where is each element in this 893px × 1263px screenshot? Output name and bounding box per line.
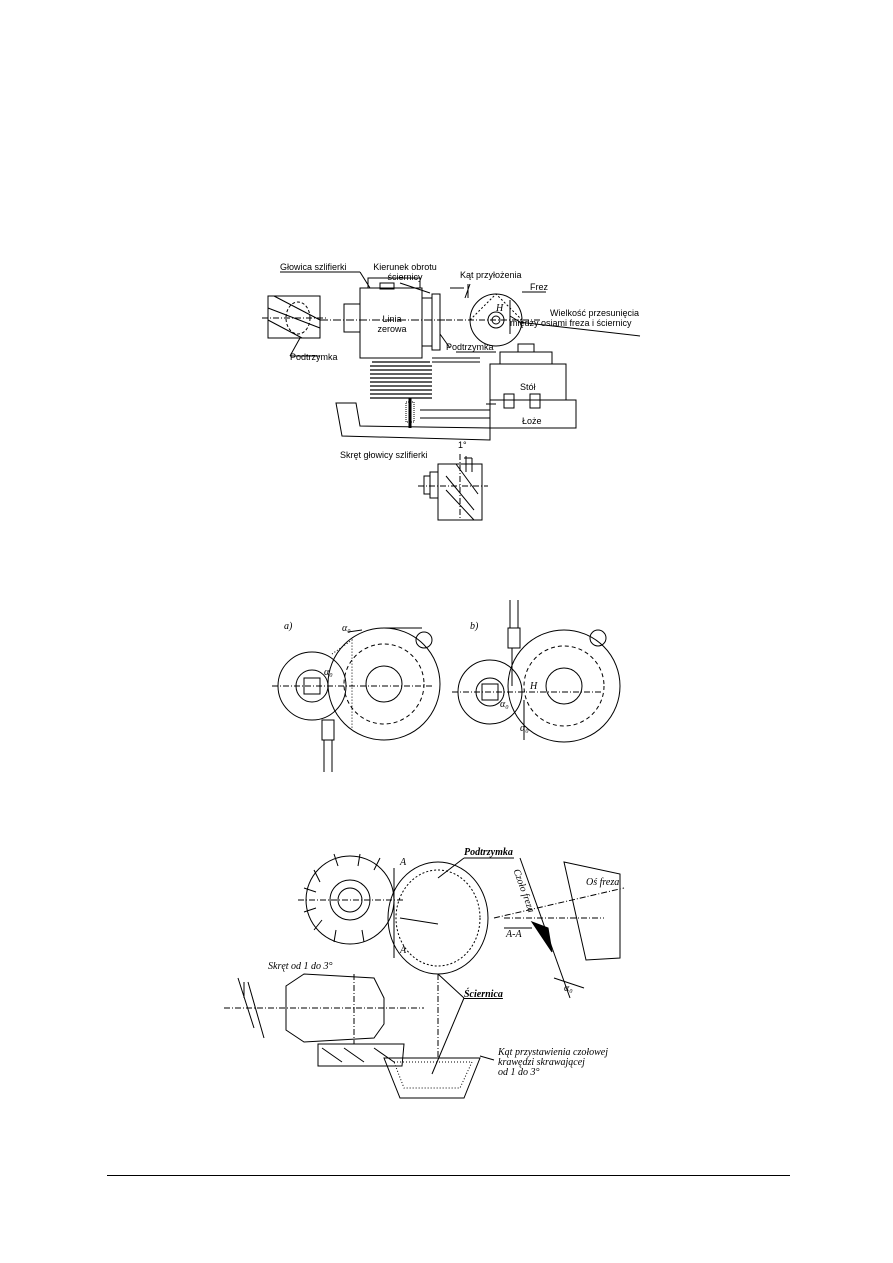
wheel-rotation-label-2: ściernicy bbox=[387, 272, 423, 282]
alpha-label: α₀ bbox=[564, 983, 573, 994]
cutter-axis-label: Oś freza bbox=[586, 877, 620, 888]
angle-label-2: krawędzi skrawającej bbox=[498, 1057, 585, 1068]
alpha-top-label: α₀ bbox=[342, 623, 351, 634]
alpha-b1-label: α₀ bbox=[500, 699, 509, 710]
tilt-label: Skręt od 1 do 3° bbox=[268, 961, 333, 972]
figure-grinding-positions: a) b) α₀ α₀ α₀ α₀ H bbox=[272, 600, 622, 772]
offset-label-1: Wielkość przesunięcia bbox=[550, 308, 640, 318]
h-mark-b-label: H bbox=[530, 681, 538, 692]
alpha-b2-label: α₀ bbox=[520, 723, 529, 734]
zero-line-label-2: zerowa bbox=[377, 324, 407, 334]
variant-b-label: b) bbox=[470, 621, 479, 632]
support-left-label: Podtrzymka bbox=[290, 352, 338, 362]
figure-face-cutter-grinding: Podtrzymka A A A-A Czoło freza Oś freza … bbox=[224, 847, 644, 1099]
variant-a-label: a) bbox=[284, 621, 293, 632]
offset-label-2: między osiami freza i ściernicy bbox=[510, 318, 632, 328]
wheel-rotation-label-1: Kierunek obrotu bbox=[373, 262, 437, 272]
tilt-value-label: 1° bbox=[458, 440, 467, 450]
section-mark-top: A bbox=[400, 857, 407, 868]
table-label: Stół bbox=[520, 382, 536, 392]
grinder-setup-drawing bbox=[262, 271, 641, 521]
support-label: Podtrzymka bbox=[464, 847, 513, 858]
face-cutter-drawing bbox=[224, 853, 625, 1099]
bed-label: Łoże bbox=[522, 416, 542, 426]
section-label: A-A bbox=[506, 929, 522, 940]
angle-label-3: od 1 do 3° bbox=[498, 1067, 540, 1078]
alpha-a-label: α₀ bbox=[324, 667, 333, 678]
support-right-label: Podtrzymka bbox=[446, 342, 494, 352]
head-tilt-label: Skręt głowicy szlifierki bbox=[340, 450, 428, 460]
section-mark-bottom: A bbox=[400, 945, 407, 956]
angle-label-1: Kąt przystawienia czołowej bbox=[498, 1047, 608, 1058]
figure-grinder-setup: Głowica szlifierki Kierunek obrotu ścier… bbox=[260, 258, 650, 521]
grinding-positions-drawing bbox=[272, 600, 621, 772]
footer-rule bbox=[107, 1175, 790, 1176]
h-mark-label: H bbox=[496, 303, 504, 314]
grinding-wheel-label: Ściernica bbox=[464, 989, 503, 1000]
cutter-label: Frez bbox=[530, 282, 548, 292]
clearance-angle-label: Kąt przyłożenia bbox=[460, 270, 522, 280]
zero-line-label-1: Linia bbox=[382, 314, 402, 324]
grinder-head-label: Głowica szlifierki bbox=[280, 262, 347, 272]
